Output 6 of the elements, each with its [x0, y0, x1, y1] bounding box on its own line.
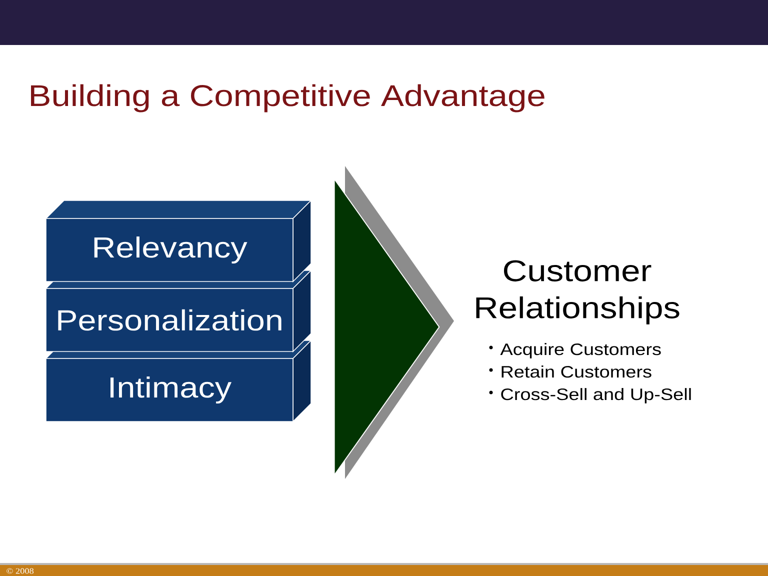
bullet-text: Cross-Sell and Up-Sell [501, 388, 691, 404]
bullet-text: Retain Customers [502, 366, 652, 378]
footer-text: © 2008 [6, 568, 34, 574]
slide-title: Building a Competitive Advantage [31, 84, 544, 112]
bullet-text: Acquire Customers [500, 343, 661, 358]
heading-text: Customer Relationships [476, 260, 680, 324]
